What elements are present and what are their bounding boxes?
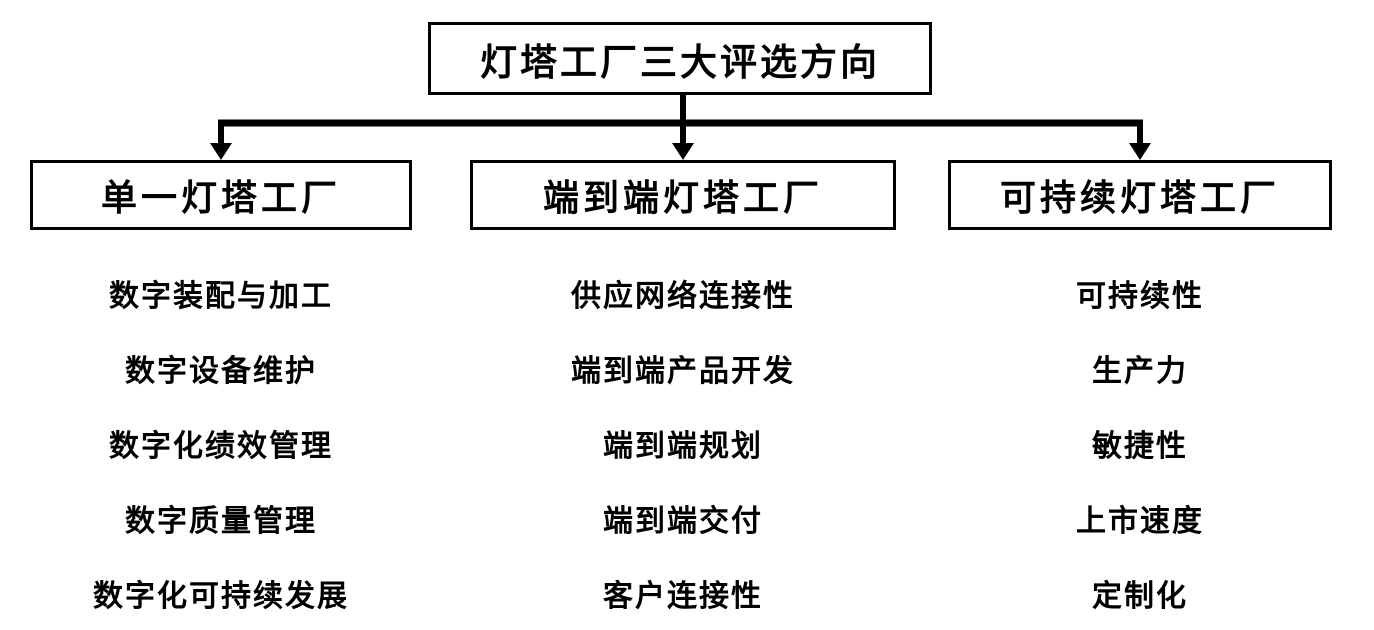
arrowhead-middle [672,143,694,160]
branch-box-end-to-end-lighthouse: 端到端灯塔工厂 [470,160,896,230]
list-column-single-lighthouse: 数字装配与加工 数字设备维护 数字化绩效管理 数字质量管理 数字化可持续发展 [21,255,421,630]
list-item: 端到端规划 [603,428,763,464]
list-item: 数字设备维护 [125,353,317,389]
list-column-end-to-end-lighthouse: 供应网络连接性 端到端产品开发 端到端规划 端到端交付 客户连接性 [483,255,883,630]
root-label: 灯塔工厂三大评选方向 [480,40,880,84]
list-item: 数字装配与加工 [109,278,333,314]
branch-label: 单一灯塔工厂 [100,178,341,219]
root-box: 灯塔工厂三大评选方向 [428,22,932,95]
list-item: 数字化可持续发展 [93,578,349,614]
list-column-sustainable-lighthouse: 可持续性 生产力 敏捷性 上市速度 定制化 [940,255,1340,630]
branch-box-single-lighthouse: 单一灯塔工厂 [30,160,412,230]
list-item: 端到端产品开发 [571,353,795,389]
list-item: 敏捷性 [1092,428,1188,464]
list-item: 定制化 [1092,578,1188,614]
list-item: 上市速度 [1076,503,1204,539]
list-item: 供应网络连接性 [571,278,795,314]
list-item: 生产力 [1092,353,1188,389]
list-item: 数字化绩效管理 [109,428,333,464]
arrowhead-right [1129,143,1151,160]
arrowhead-left [210,143,232,160]
list-item: 端到端交付 [603,503,763,539]
list-item: 客户连接性 [603,578,763,614]
list-item: 数字质量管理 [125,503,317,539]
list-item: 可持续性 [1076,278,1204,314]
branch-label: 端到端灯塔工厂 [542,178,823,219]
branch-box-sustainable-lighthouse: 可持续灯塔工厂 [948,160,1332,230]
branch-label: 可持续灯塔工厂 [999,178,1280,219]
